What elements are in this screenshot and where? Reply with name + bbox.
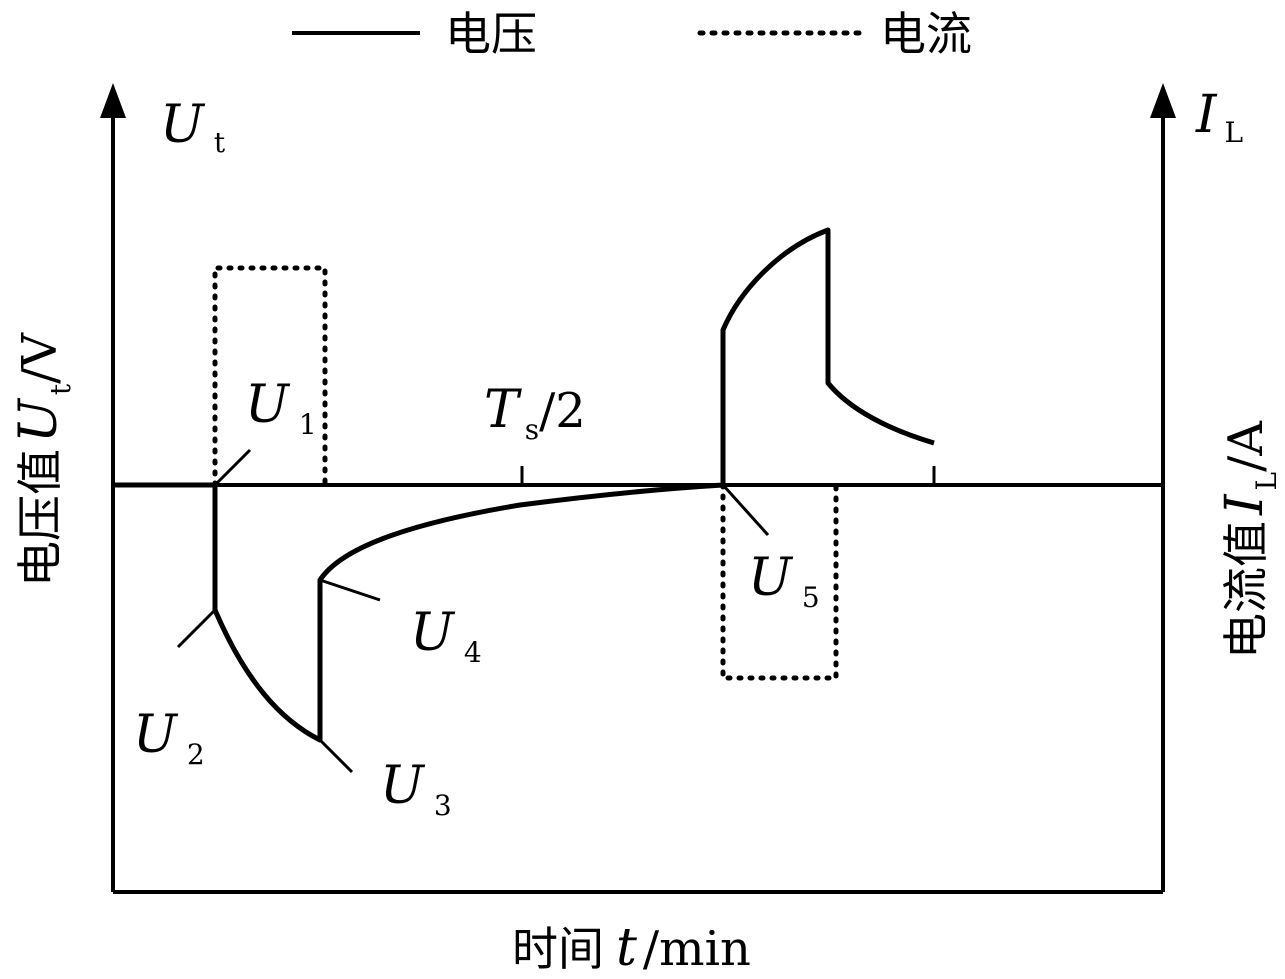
left-axis-label: 电压值Ut/V [9,332,77,587]
right-axis-arrow-icon [1150,83,1176,118]
current-pulse-negative [720,482,839,681]
leader-lines [176,448,770,774]
leader-u1 [213,448,252,487]
axes-frame [111,112,1165,894]
leader-u4 [319,578,381,602]
legend-voltage-label: 电压 [445,7,537,61]
current-pulse-positive [212,265,328,488]
left-axis-arrow-icon [100,83,126,118]
leader-u3 [318,738,354,774]
leader-u2 [176,608,217,649]
leader-u5 [721,483,770,537]
legend-current-label: 电流 [880,7,972,61]
voltage-curve [113,227,935,743]
legend: 电压 电流 [292,7,972,61]
right-axis-label: 电流值IL/A [1215,420,1283,659]
